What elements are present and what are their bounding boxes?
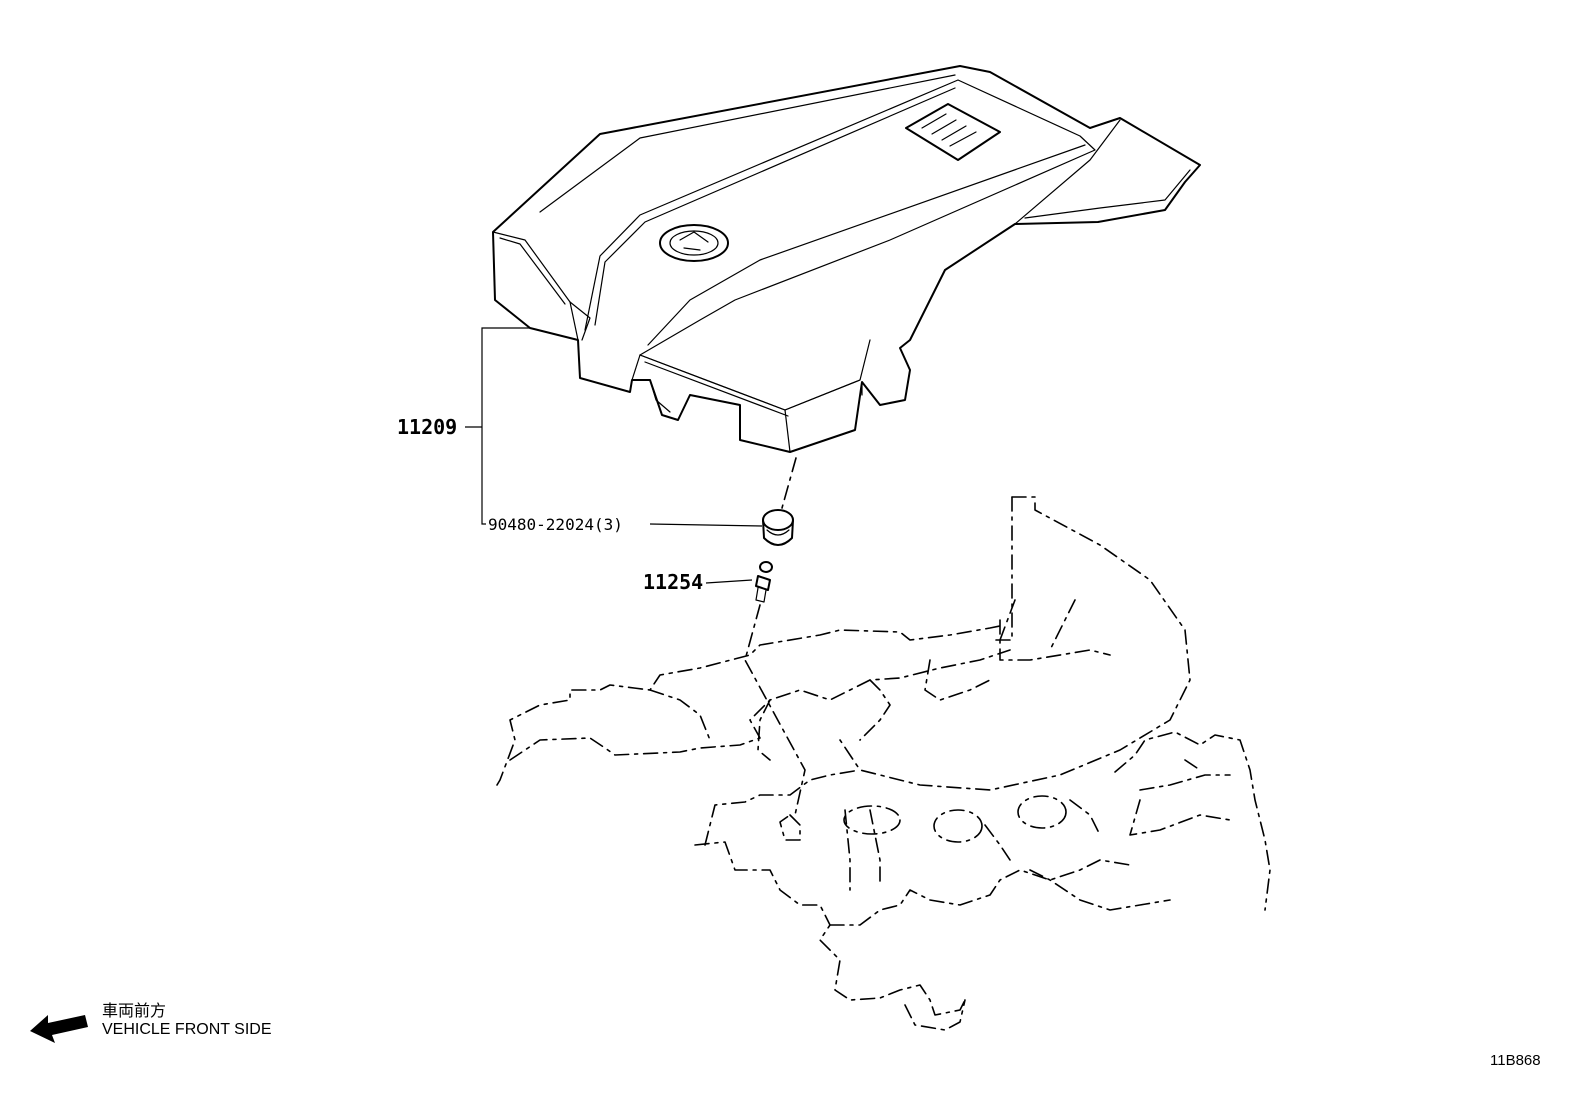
illustration-code: 11B868	[1490, 1052, 1541, 1069]
engine-cover-illustration	[492, 65, 1201, 453]
leader-lines	[465, 327, 763, 584]
bolt-illustration	[755, 561, 773, 603]
vehicle-front-indicator: 車両前方 VEHICLE FRONT SIDE	[30, 1002, 272, 1043]
front-direction-arrow-icon	[30, 1015, 88, 1043]
part-number-11209[interactable]: 11209	[397, 415, 457, 439]
vehicle-front-label-en: VEHICLE FRONT SIDE	[102, 1021, 272, 1038]
assembly-line-cover-grommet	[781, 457, 797, 509]
part-number-90480-22024[interactable]: 90480-22024(3)	[488, 515, 623, 534]
grommet-illustration	[762, 509, 794, 546]
vehicle-front-label-jp: 車両前方	[102, 1002, 166, 1020]
engine-phantom-outline	[496, 496, 1271, 1031]
assembly-line-bolt-engine	[744, 604, 806, 816]
part-number-11254[interactable]: 11254	[643, 570, 703, 594]
